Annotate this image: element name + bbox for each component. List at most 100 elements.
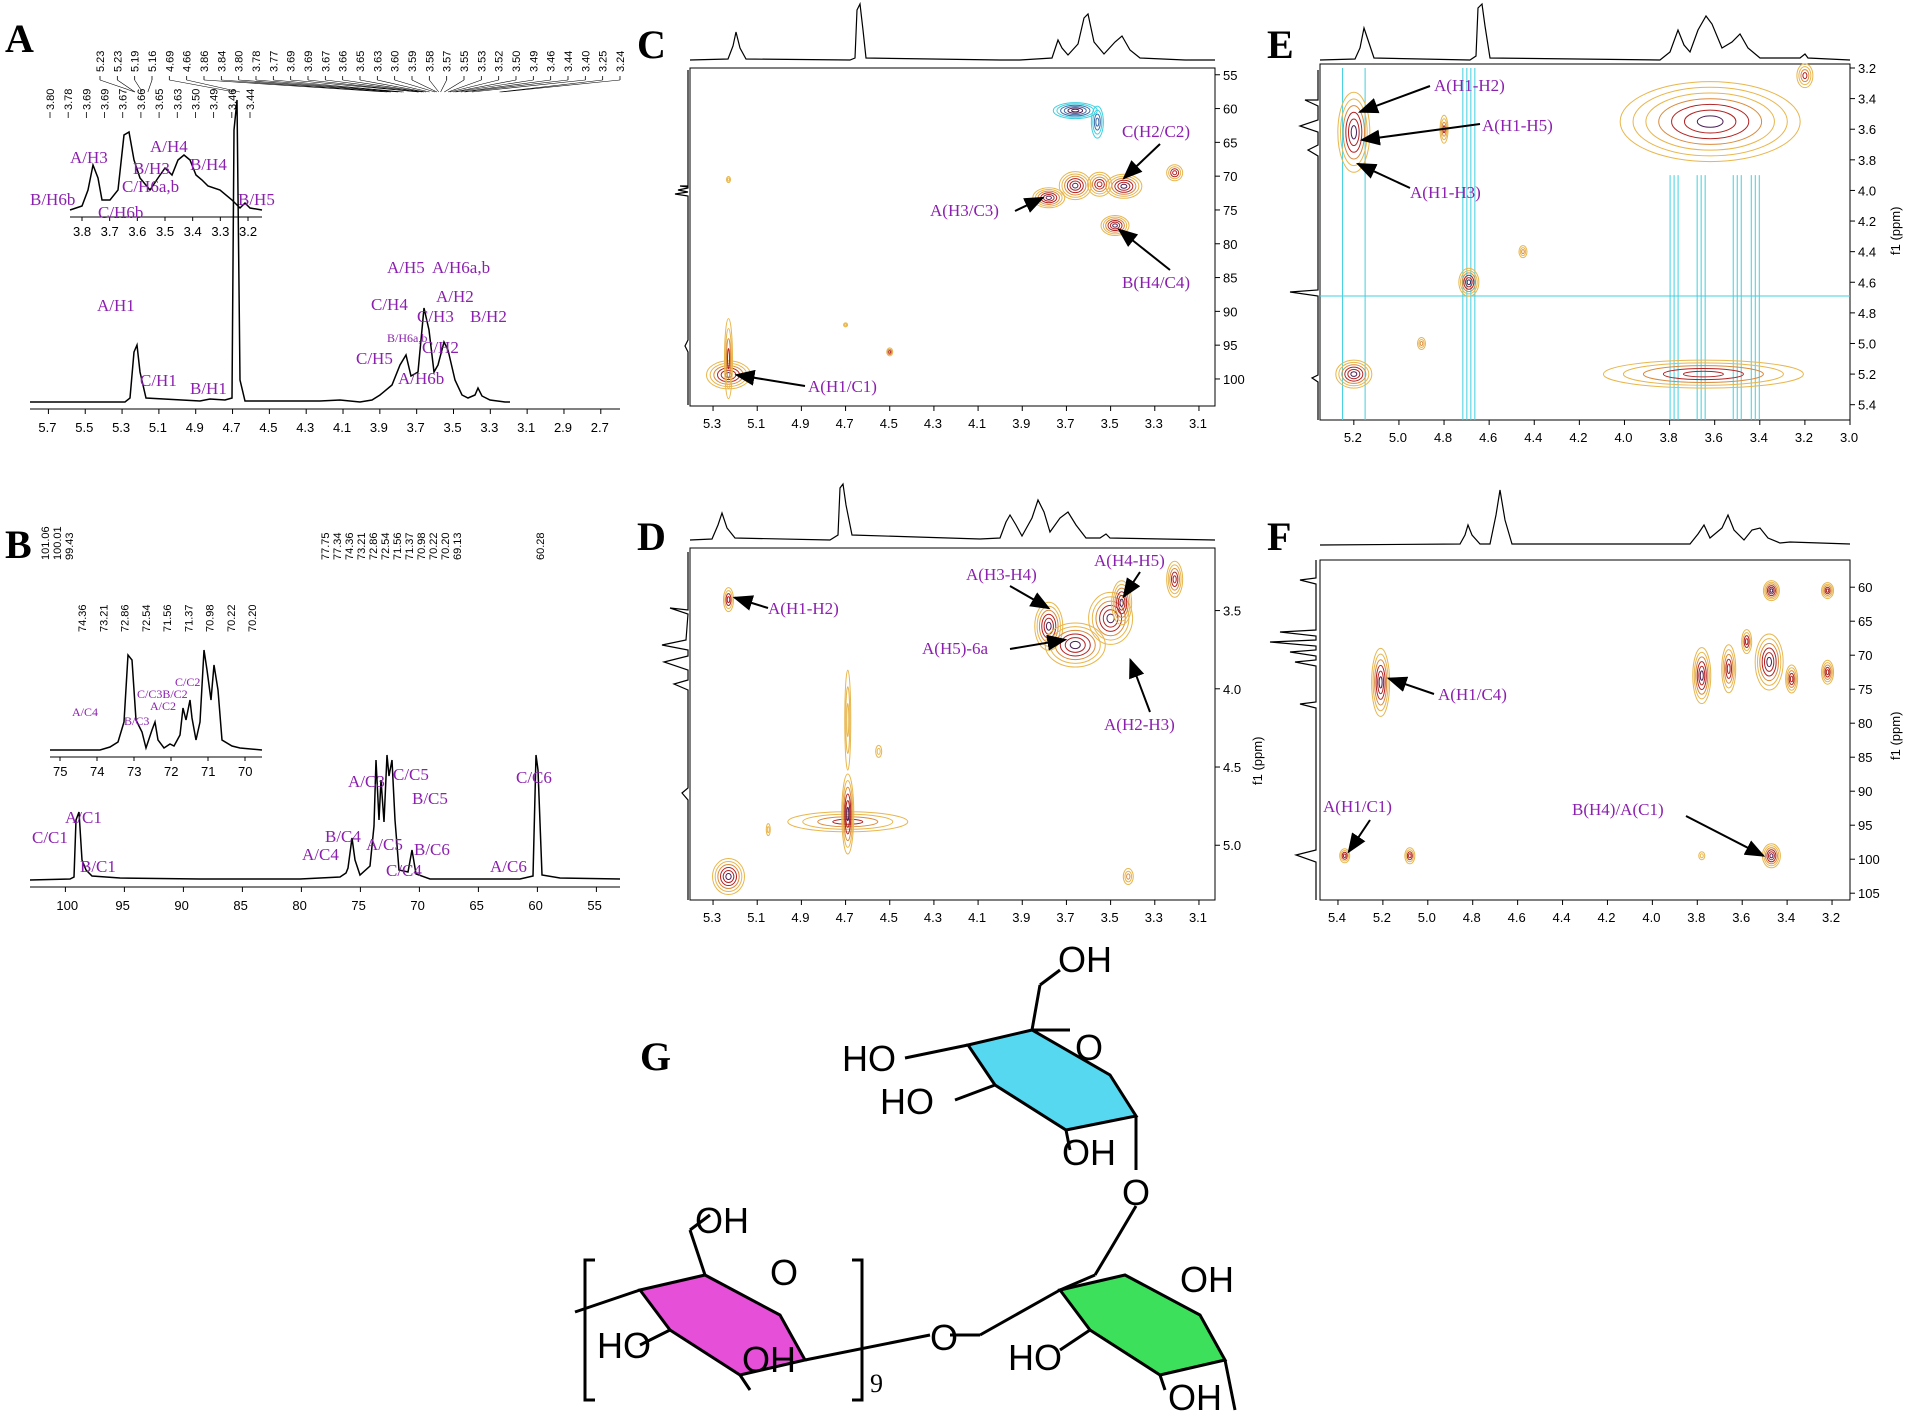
c-peak-c4 [1172,170,1178,176]
magenta-c2-bond [738,1374,752,1391]
c-peak-small [888,350,892,354]
f-peak-c6b [1823,585,1832,596]
d-ann-a-h4-h5: A(H4-H5) [1094,551,1165,570]
e-peak-ring-cluster [1683,109,1737,134]
e-y-tick-label: 5.0 [1858,336,1876,351]
e-y-tick-label: 3.2 [1858,61,1876,76]
e-peak-h1-row [1602,359,1804,389]
f-peak-c6b [1825,588,1830,593]
c-x-tick-label: 3.3 [1145,416,1163,431]
f-peak-small [1698,851,1706,861]
c-peak-cluster [1066,178,1084,194]
e-annotations: A(H1-H2)A(H1-H5)A(H1-H3) [1356,76,1553,202]
f-peak-ring [1822,662,1833,683]
d-peak-water [817,816,879,828]
a-inset-tick-label: 3.2 [239,224,257,239]
a-peak-connector [449,79,499,93]
magenta-c3-bond [639,1328,671,1347]
f-x-tick-label: 5.2 [1373,910,1391,925]
e-x-tick-label: 3.4 [1750,430,1768,445]
e-peak-small [1521,249,1525,255]
d-peak-small [1124,870,1133,883]
e-peak-h1-row [1682,370,1724,378]
e-peak-a-h1-cluster [1342,105,1365,160]
top-c4-bond [904,1043,969,1060]
b-tick-label: 85 [233,898,247,913]
f-peak-ring [1756,638,1782,686]
d-peak-water-stripe [844,669,852,771]
d-y-axis-label: f1 (ppm) [1250,737,1265,785]
e-y-tick-label: 4.2 [1858,214,1876,229]
c-peak-b-h4-c4 [1112,223,1118,228]
b-inset-ann-a-c4: A/C4 [72,705,98,719]
f-peak-ring [1693,651,1710,700]
f-peak-ring [1824,666,1831,678]
e-y-tick-label: 3.6 [1858,122,1876,137]
d-peak-water-stripe [846,702,850,738]
c-y-tick-label: 95 [1223,338,1237,353]
d-peak-diag-h1 [722,870,735,884]
f-peak-c6 [1766,585,1776,597]
e-peak-a-h1-cluster [1347,118,1360,147]
a-peak-label: 3.63 [372,51,384,72]
a-peak-label: 3.44 [563,51,575,72]
c-x-tick-label: 5.1 [747,416,765,431]
c-peak-cluster [1087,171,1113,197]
c-peak-small [886,347,894,357]
panel-label-b: B [5,522,32,567]
a-peak-label: 4.69 [164,51,176,72]
a-inset-peak-label: 3.67 [118,89,130,110]
a-ann-b-h1: B/H1 [190,379,227,398]
b-inset-ann-c-c3b-c2: C/C3B/C2 [137,687,188,701]
d-peak-cluster [1069,640,1081,650]
a-peak-label: 3.59 [407,51,419,72]
a-peak-connector [440,79,447,93]
a-tick-label: 4.5 [259,420,277,435]
c-peak-c6 [1060,104,1091,117]
f-peak-small [1699,853,1704,859]
c-peak-small [844,323,848,327]
magenta-c2-oh: OH [742,1339,796,1380]
link-o6-bond [1108,1205,1138,1251]
a-inset-tick-label: 3.8 [73,224,91,239]
f-x-tick-label: 4.8 [1463,910,1481,925]
f-peak-a-h1-c1 [1341,851,1348,860]
a-peak-connector [501,79,621,93]
b-ann-c-c1: C/C1 [32,828,68,847]
c-peak-small [843,322,849,328]
green-c2-oh: OH [1168,1377,1222,1418]
d-left-projection [661,552,689,900]
c-peak-a-h3-c3 [1045,195,1052,200]
a-ann-a-h2: A/H2 [436,287,474,306]
c-peak-a-h1-c1-tail [725,328,733,390]
a-peak-label: 3.40 [580,51,592,72]
a-peak-connector [203,79,388,93]
b-peak-label: 99.43 [64,532,76,560]
b-inset-peak-label: 70.20 [247,604,259,632]
a-peak-label: 3.58 [424,51,436,72]
f-peak-a-h1-c4 [1374,659,1388,706]
e-x-tick-label: 3.6 [1705,430,1723,445]
e-x-tick-label: 4.0 [1614,430,1632,445]
d-peak-a-h4-h5 [1119,598,1124,607]
b-inset-peak-label: 70.98 [205,604,217,632]
a-peak-connector [447,79,482,93]
d-x-tick-label: 4.3 [924,910,942,925]
e-top-projection [1319,2,1851,61]
f-peak-ring [1741,629,1753,655]
c-peak-cluster [1064,175,1087,196]
a-tick-label: 3.5 [443,420,461,435]
e-y-tick-label: 4.6 [1858,275,1876,290]
top-ring-o: O [1075,1027,1103,1068]
d-peak-cluster [1054,629,1096,661]
f-peak-ring [1821,659,1835,685]
c-peak-c6-neg [1095,117,1100,127]
d-ann-a-h3-h4-arrow [1009,585,1051,610]
a-peak-label: 3.57 [442,51,454,72]
d-peak-diag-h1 [712,858,746,896]
